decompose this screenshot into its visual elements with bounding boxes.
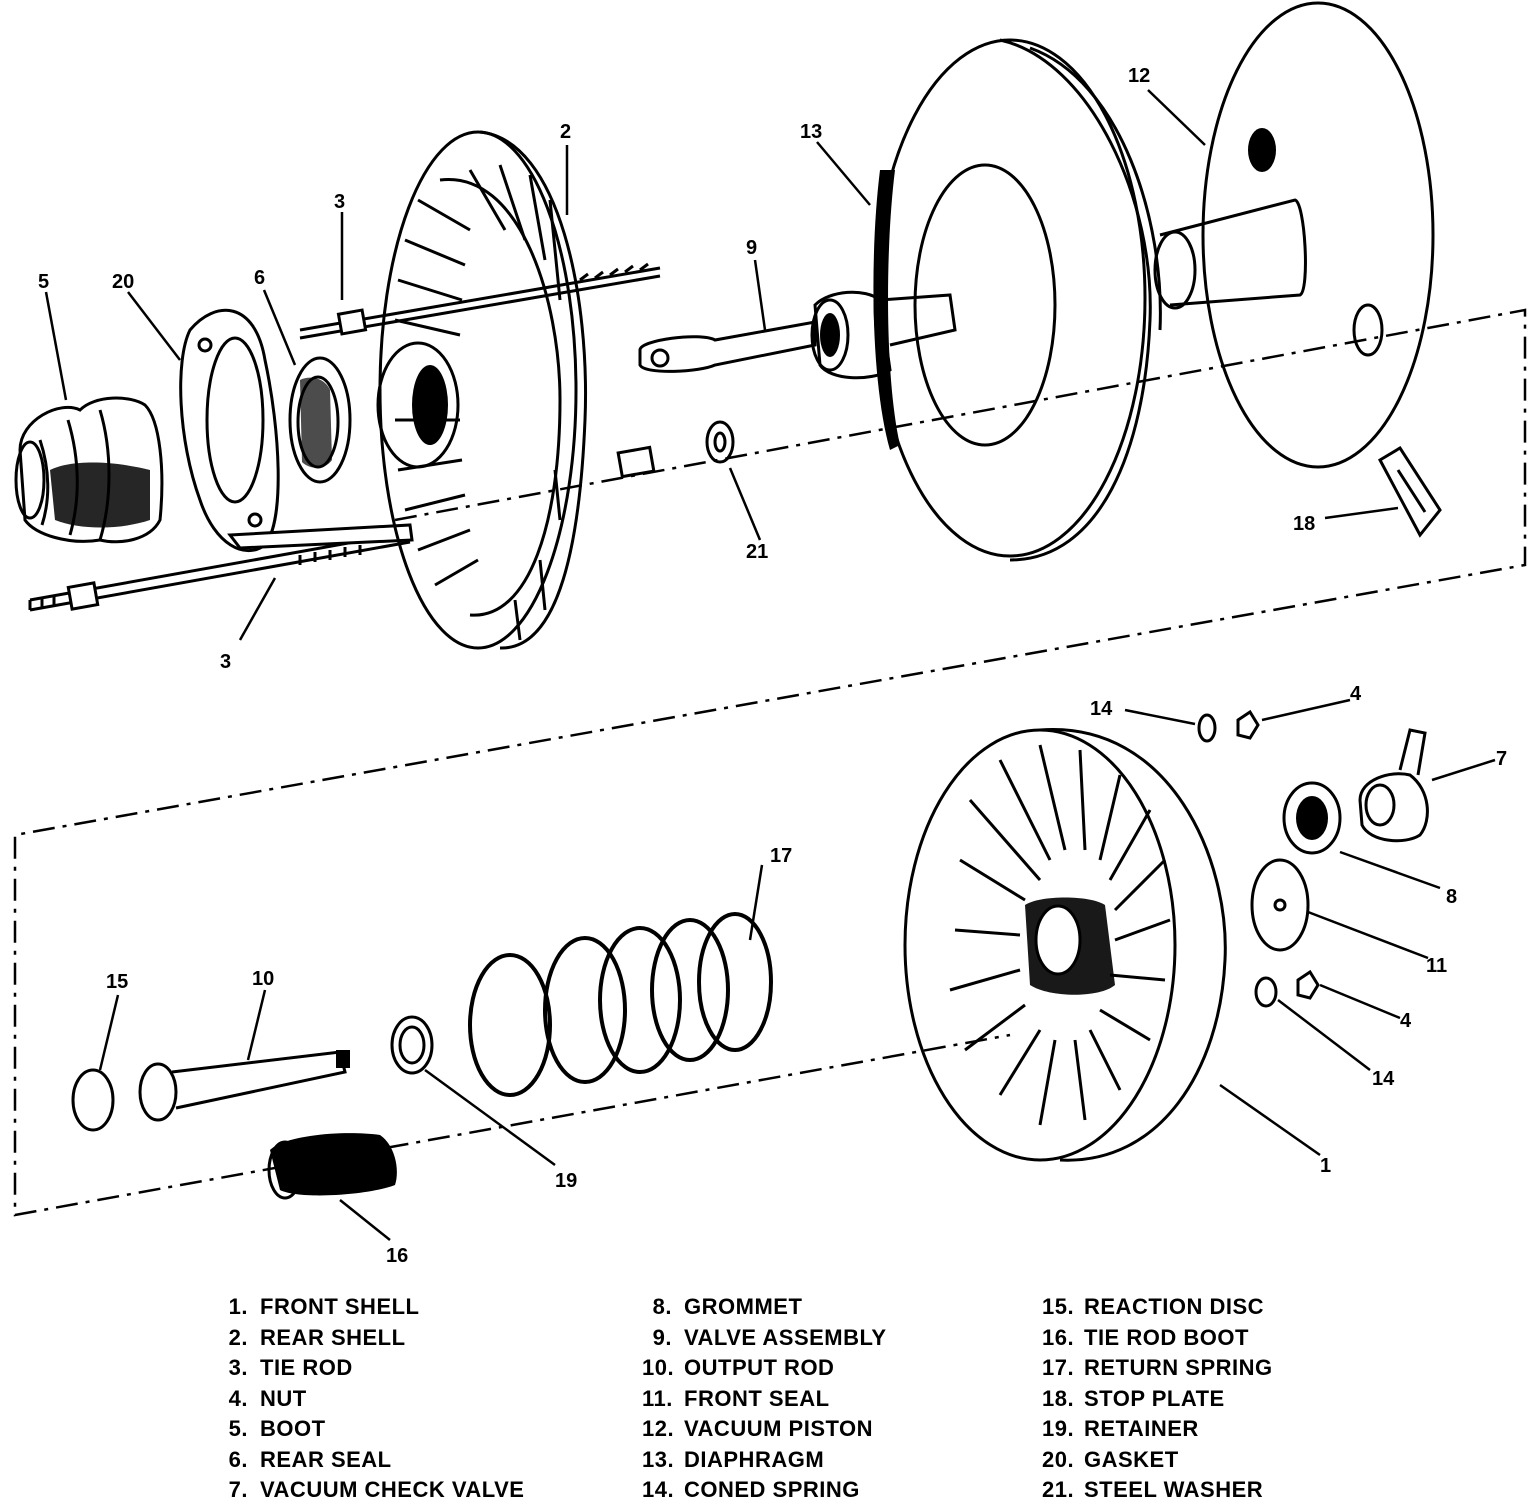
gasket-part (179, 308, 280, 553)
legend-item: 7.VACUUM CHECK VALVE (228, 1477, 525, 1503)
callout-11: 11 (1426, 955, 1447, 977)
callout-10: 10 (252, 968, 274, 990)
legend-item: 3.TIE ROD (228, 1355, 353, 1381)
legend-item: 12.VACUUM PISTON (642, 1416, 874, 1442)
legend-item: 2.REAR SHELL (228, 1324, 406, 1350)
callout-13: 13 (800, 121, 822, 143)
coned-spring-upper-part (1197, 713, 1217, 743)
exploded-view-diagram: 2 3 6 20 5 9 13 12 21 18 3 14 4 7 8 11 4… (13, 1, 1527, 1267)
callout-18: 18 (1293, 513, 1315, 535)
callout-4-upper: 4 (1350, 683, 1362, 705)
legend-item: 6.REAR SEAL (228, 1446, 392, 1472)
callout-16: 16 (386, 1245, 408, 1267)
legend-column-2: 8.GROMMET 9.VALVE ASSEMBLY 10.OUTPUT ROD… (642, 1292, 887, 1506)
legend-item: 20.GASKET (1042, 1446, 1179, 1472)
legend-item: 10.OUTPUT ROD (642, 1355, 835, 1381)
leader-lines (44, 89, 1496, 1241)
tie-rod-stud-lower (616, 445, 656, 479)
legend-item: 16.TIE ROD BOOT (1042, 1324, 1249, 1350)
callout-2: 2 (560, 121, 571, 143)
tie-rod-lower (28, 523, 414, 612)
callout-12: 12 (1128, 65, 1150, 87)
legend-column-3: 15.REACTION DISC 16.TIE ROD BOOT 17.RETU… (1042, 1292, 1273, 1506)
legend-item: 4.NUT (228, 1385, 307, 1411)
callout-3-upper: 3 (334, 191, 345, 213)
coned-spring-lower-part (1254, 976, 1278, 1008)
steel-washer-part (705, 420, 735, 464)
diaphragm-part (873, 38, 1162, 562)
legend-item: 9.VALVE ASSEMBLY (652, 1324, 887, 1350)
vacuum-piston-part (1153, 1, 1435, 469)
callout-14-lower: 14 (1372, 1068, 1395, 1090)
callout-15: 15 (106, 971, 128, 993)
legend-item: 19.RETAINER (1042, 1416, 1199, 1442)
parts-legend: 1.FRONT SHELL 2.REAR SHELL 3.TIE ROD 4.N… (0, 1292, 1536, 1502)
front-shell-part (903, 728, 1227, 1162)
legend-item: 18.STOP PLATE (1042, 1385, 1225, 1411)
vacuum-check-valve-part (1358, 728, 1429, 843)
reaction-disc-part (71, 1068, 115, 1132)
retainer-part (390, 1015, 434, 1075)
nut-upper-part (1236, 709, 1260, 740)
callout-3-lower: 3 (220, 651, 231, 673)
tie-rod-upper (299, 262, 661, 340)
front-seal-part (1250, 858, 1310, 952)
nut-lower-part (1296, 969, 1320, 1000)
boot-part (14, 396, 164, 544)
callout-21: 21 (746, 541, 768, 563)
legend-item: 11.FRONT SEAL (642, 1385, 830, 1411)
tie-rod-boot-part (267, 1133, 397, 1200)
legend-item: 1.FRONT SHELL (228, 1294, 420, 1320)
callout-1: 1 (1320, 1155, 1331, 1177)
callout-14-upper: 14 (1090, 698, 1113, 720)
callout-labels: 2 3 6 20 5 9 13 12 21 18 3 14 4 7 8 11 4… (38, 65, 1507, 1267)
callout-9: 9 (746, 237, 757, 259)
callout-17: 17 (770, 845, 792, 867)
callout-8: 8 (1446, 886, 1457, 908)
rear-seal-part (288, 356, 352, 484)
callout-5: 5 (38, 271, 49, 293)
legend-item: 8.GROMMET (652, 1294, 803, 1320)
valve-assembly-part (638, 290, 957, 380)
rear-shell-part (376, 130, 587, 650)
callout-7: 7 (1496, 748, 1507, 770)
legend-column-1: 1.FRONT SHELL 2.REAR SHELL 3.TIE ROD 4.N… (218, 1292, 524, 1506)
callout-4-lower: 4 (1400, 1010, 1412, 1032)
stop-plate-part (1378, 445, 1442, 538)
legend-item: 15.REACTION DISC (1042, 1294, 1265, 1320)
callout-6: 6 (254, 267, 265, 289)
return-spring-part (468, 912, 773, 1097)
assembly-axis-line (13, 308, 1527, 1217)
legend-item: 17.RETURN SPRING (1042, 1355, 1273, 1381)
legend-item: 21.STEEL WASHER (1042, 1477, 1264, 1503)
output-rod-part (138, 1050, 350, 1122)
legend-item: 14.CONED SPRING (642, 1477, 860, 1503)
grommet-part (1282, 781, 1342, 855)
callout-19: 19 (555, 1170, 577, 1192)
legend-item: 13.DIAPHRAGM (642, 1446, 825, 1472)
callout-20: 20 (112, 271, 134, 293)
legend-item: 5.BOOT (228, 1416, 326, 1442)
